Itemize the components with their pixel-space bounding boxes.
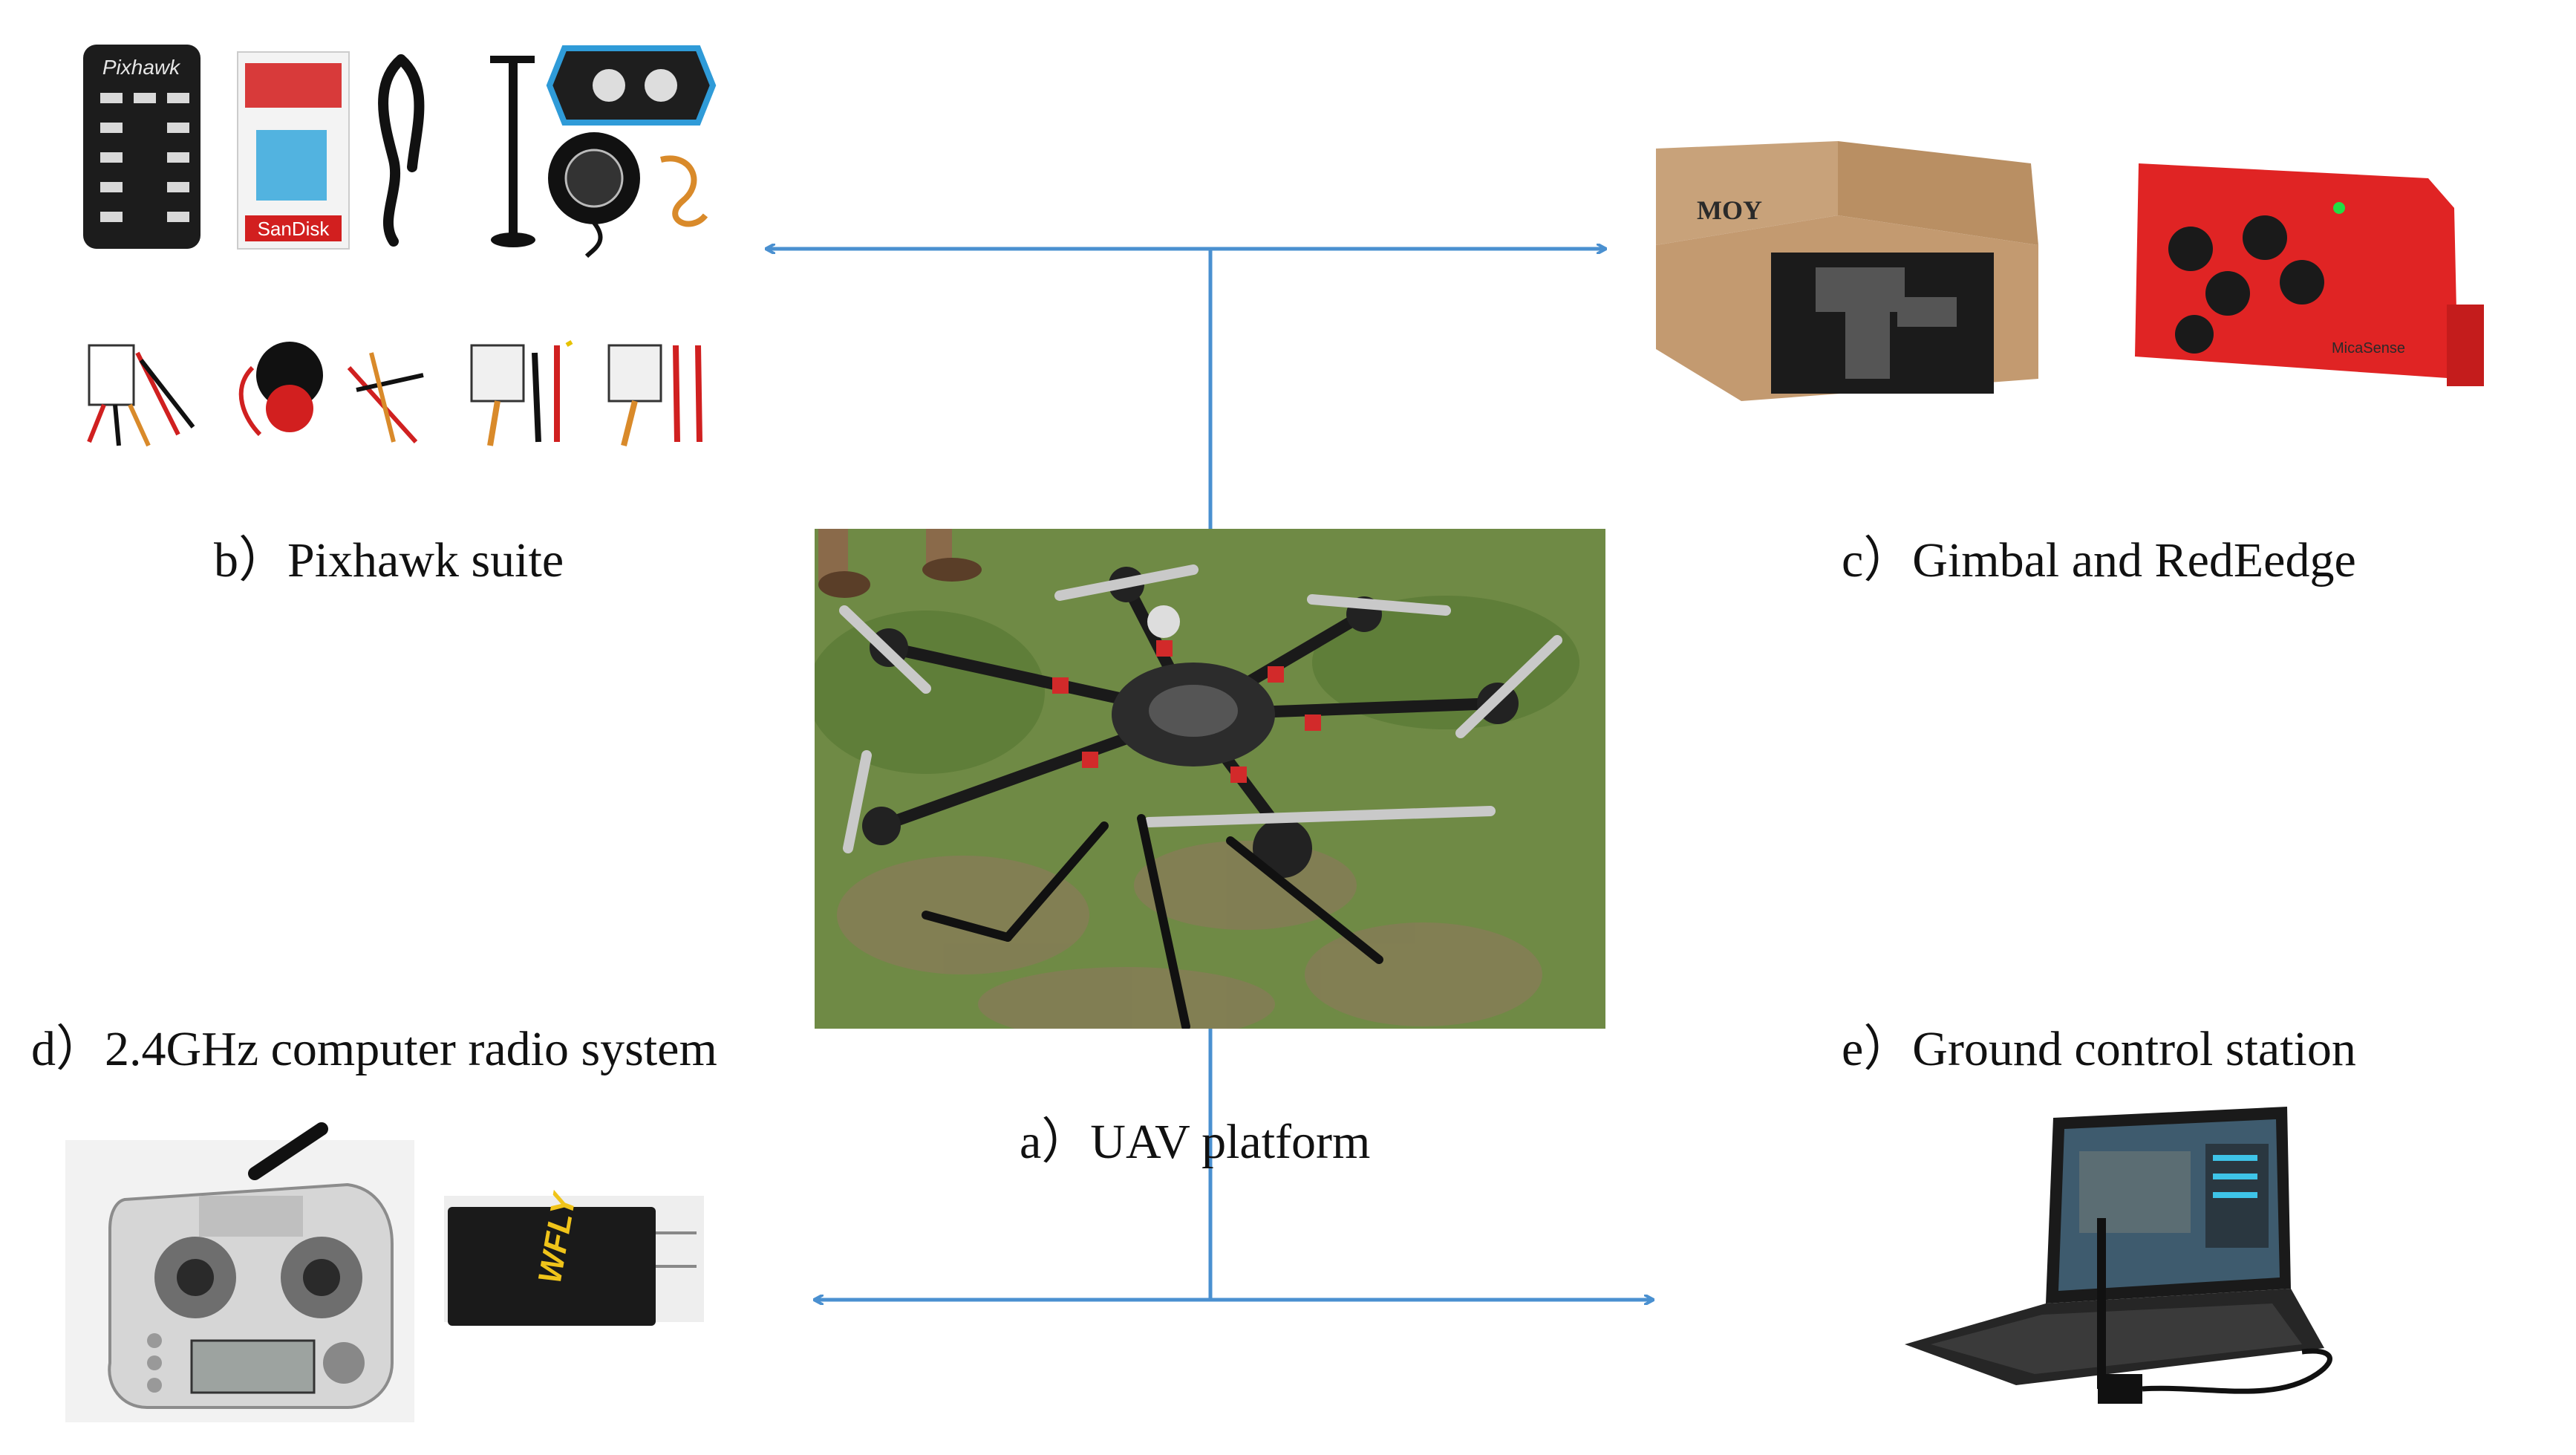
pdb-board-2 bbox=[607, 344, 662, 403]
rededge-lenses bbox=[2168, 215, 2324, 354]
radio-system-image: WFLY bbox=[65, 1122, 704, 1422]
transmitter-screen bbox=[190, 1339, 316, 1394]
usb-radio-module bbox=[2098, 1374, 2142, 1404]
pixhawk-suite-image: Pixhawk SanDisk bbox=[83, 45, 717, 447]
power-module bbox=[88, 344, 135, 406]
pdb-board-1 bbox=[470, 344, 525, 403]
transmitter-antenna bbox=[248, 1122, 328, 1180]
micasense-label: MicaSense bbox=[2332, 340, 2405, 357]
pixhawk-logo-text: Pixhawk bbox=[102, 56, 181, 79]
caption-radio-system: d）2.4GHz computer radio system bbox=[31, 1022, 717, 1076]
gps-mast bbox=[509, 56, 518, 234]
sandisk-logo-text: SanDisk bbox=[258, 218, 330, 240]
uav-platform-photo bbox=[815, 529, 1605, 1029]
wfly-receiver bbox=[448, 1207, 656, 1326]
moy-box-label: MOY bbox=[1697, 195, 1762, 225]
ground-station-image bbox=[1905, 1107, 2332, 1404]
gimbal-rededge-image: MOY MicaSense bbox=[1656, 141, 2484, 401]
cable-bundle-top bbox=[660, 155, 708, 227]
gimbal-mount bbox=[1816, 267, 1957, 379]
caption-ground-station: e）Ground control station bbox=[1842, 1022, 2356, 1076]
hexacopter bbox=[839, 564, 1562, 1029]
esc-wires bbox=[347, 352, 424, 444]
gimbal-box-lid bbox=[1656, 141, 1838, 245]
caption-uav-platform: a）UAV platform bbox=[1020, 1115, 1371, 1169]
frame-board bbox=[546, 45, 717, 126]
usb-cable bbox=[378, 54, 425, 247]
caption-gimbal-rededge: c）Gimbal and RedEedge bbox=[1842, 533, 2356, 587]
caption-pixhawk-suite: b）Pixhawk suite bbox=[214, 533, 564, 587]
